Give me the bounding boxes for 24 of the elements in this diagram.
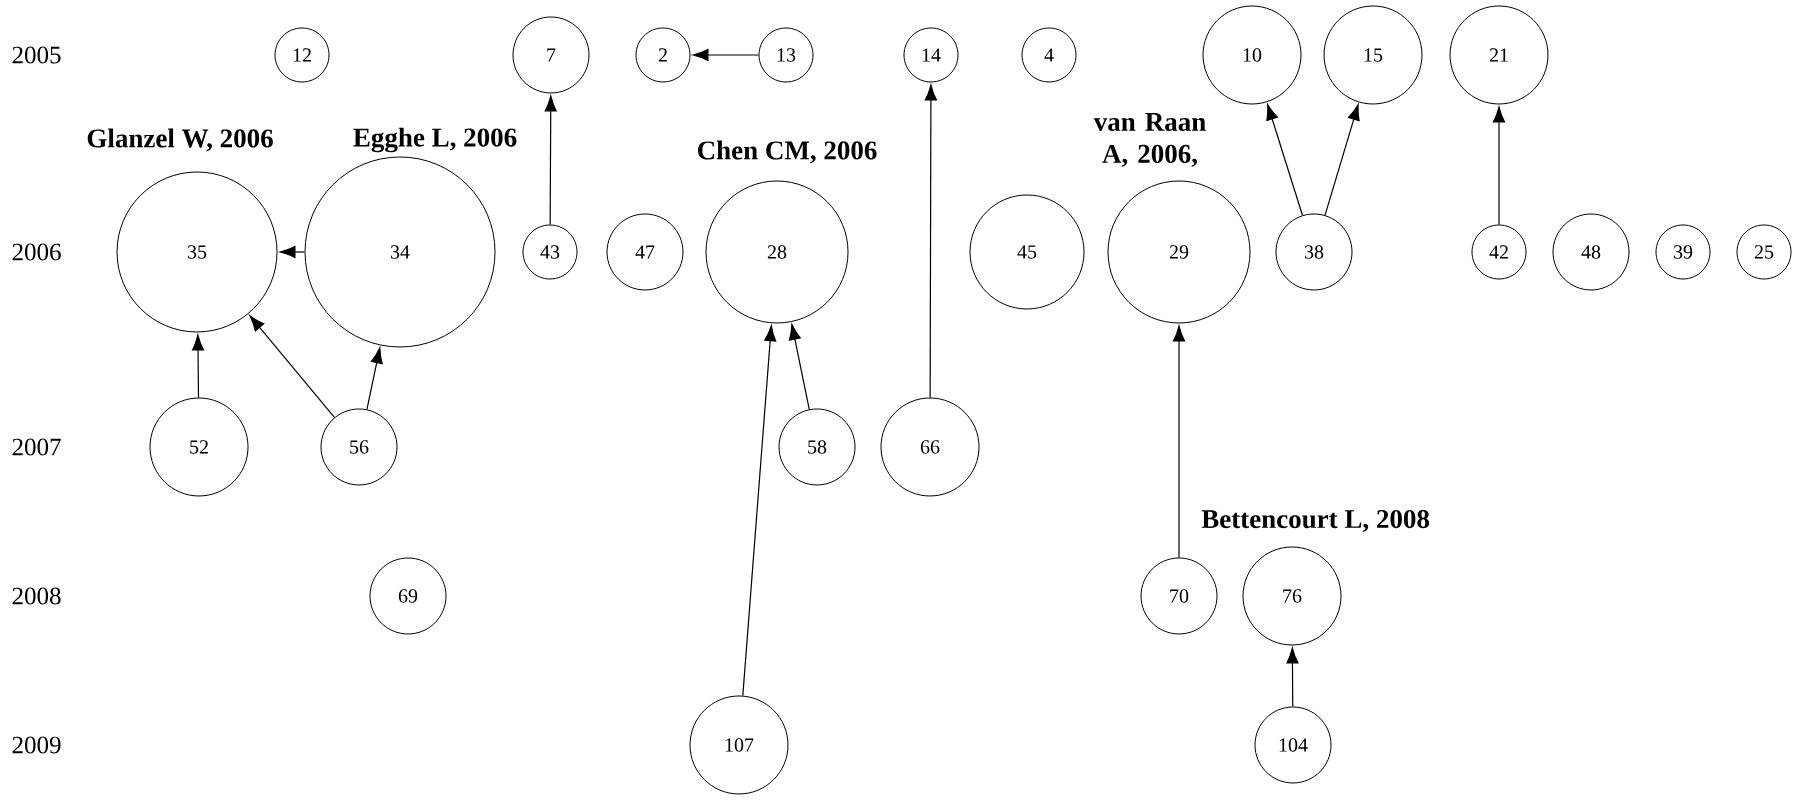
- citation-arrow: [1492, 106, 1506, 226]
- author-label: Glanzel W, 2006: [87, 128, 273, 152]
- citation-arrow: [1266, 104, 1304, 216]
- year-label: 2007: [12, 438, 61, 456]
- year-label: 2006: [12, 243, 61, 261]
- citation-arrow: [692, 48, 760, 62]
- citation-arrow: [1324, 104, 1360, 216]
- author-label: van Raan A, 2006,: [1093, 113, 1206, 167]
- citation-arrow: [544, 95, 557, 226]
- author-label: Egghe L, 2006: [353, 127, 517, 153]
- author-label: Chen CM, 2006: [697, 140, 877, 164]
- year-label: 2008: [12, 587, 61, 605]
- citation-arrow: [1286, 647, 1299, 708]
- citation-arrow: [279, 245, 306, 259]
- citation-arrow: [191, 334, 205, 399]
- citation-arrow: [249, 315, 335, 418]
- citation-arrow: [366, 347, 383, 410]
- citation-arrow: [924, 84, 937, 399]
- year-label: 2009: [12, 736, 61, 754]
- citation-arrow: [1172, 325, 1186, 559]
- citation-arrow: [742, 325, 777, 697]
- citation-arrow: [788, 323, 810, 410]
- author-label: Bettencourt L, 2008: [1201, 509, 1430, 533]
- year-label: 2005: [12, 46, 61, 64]
